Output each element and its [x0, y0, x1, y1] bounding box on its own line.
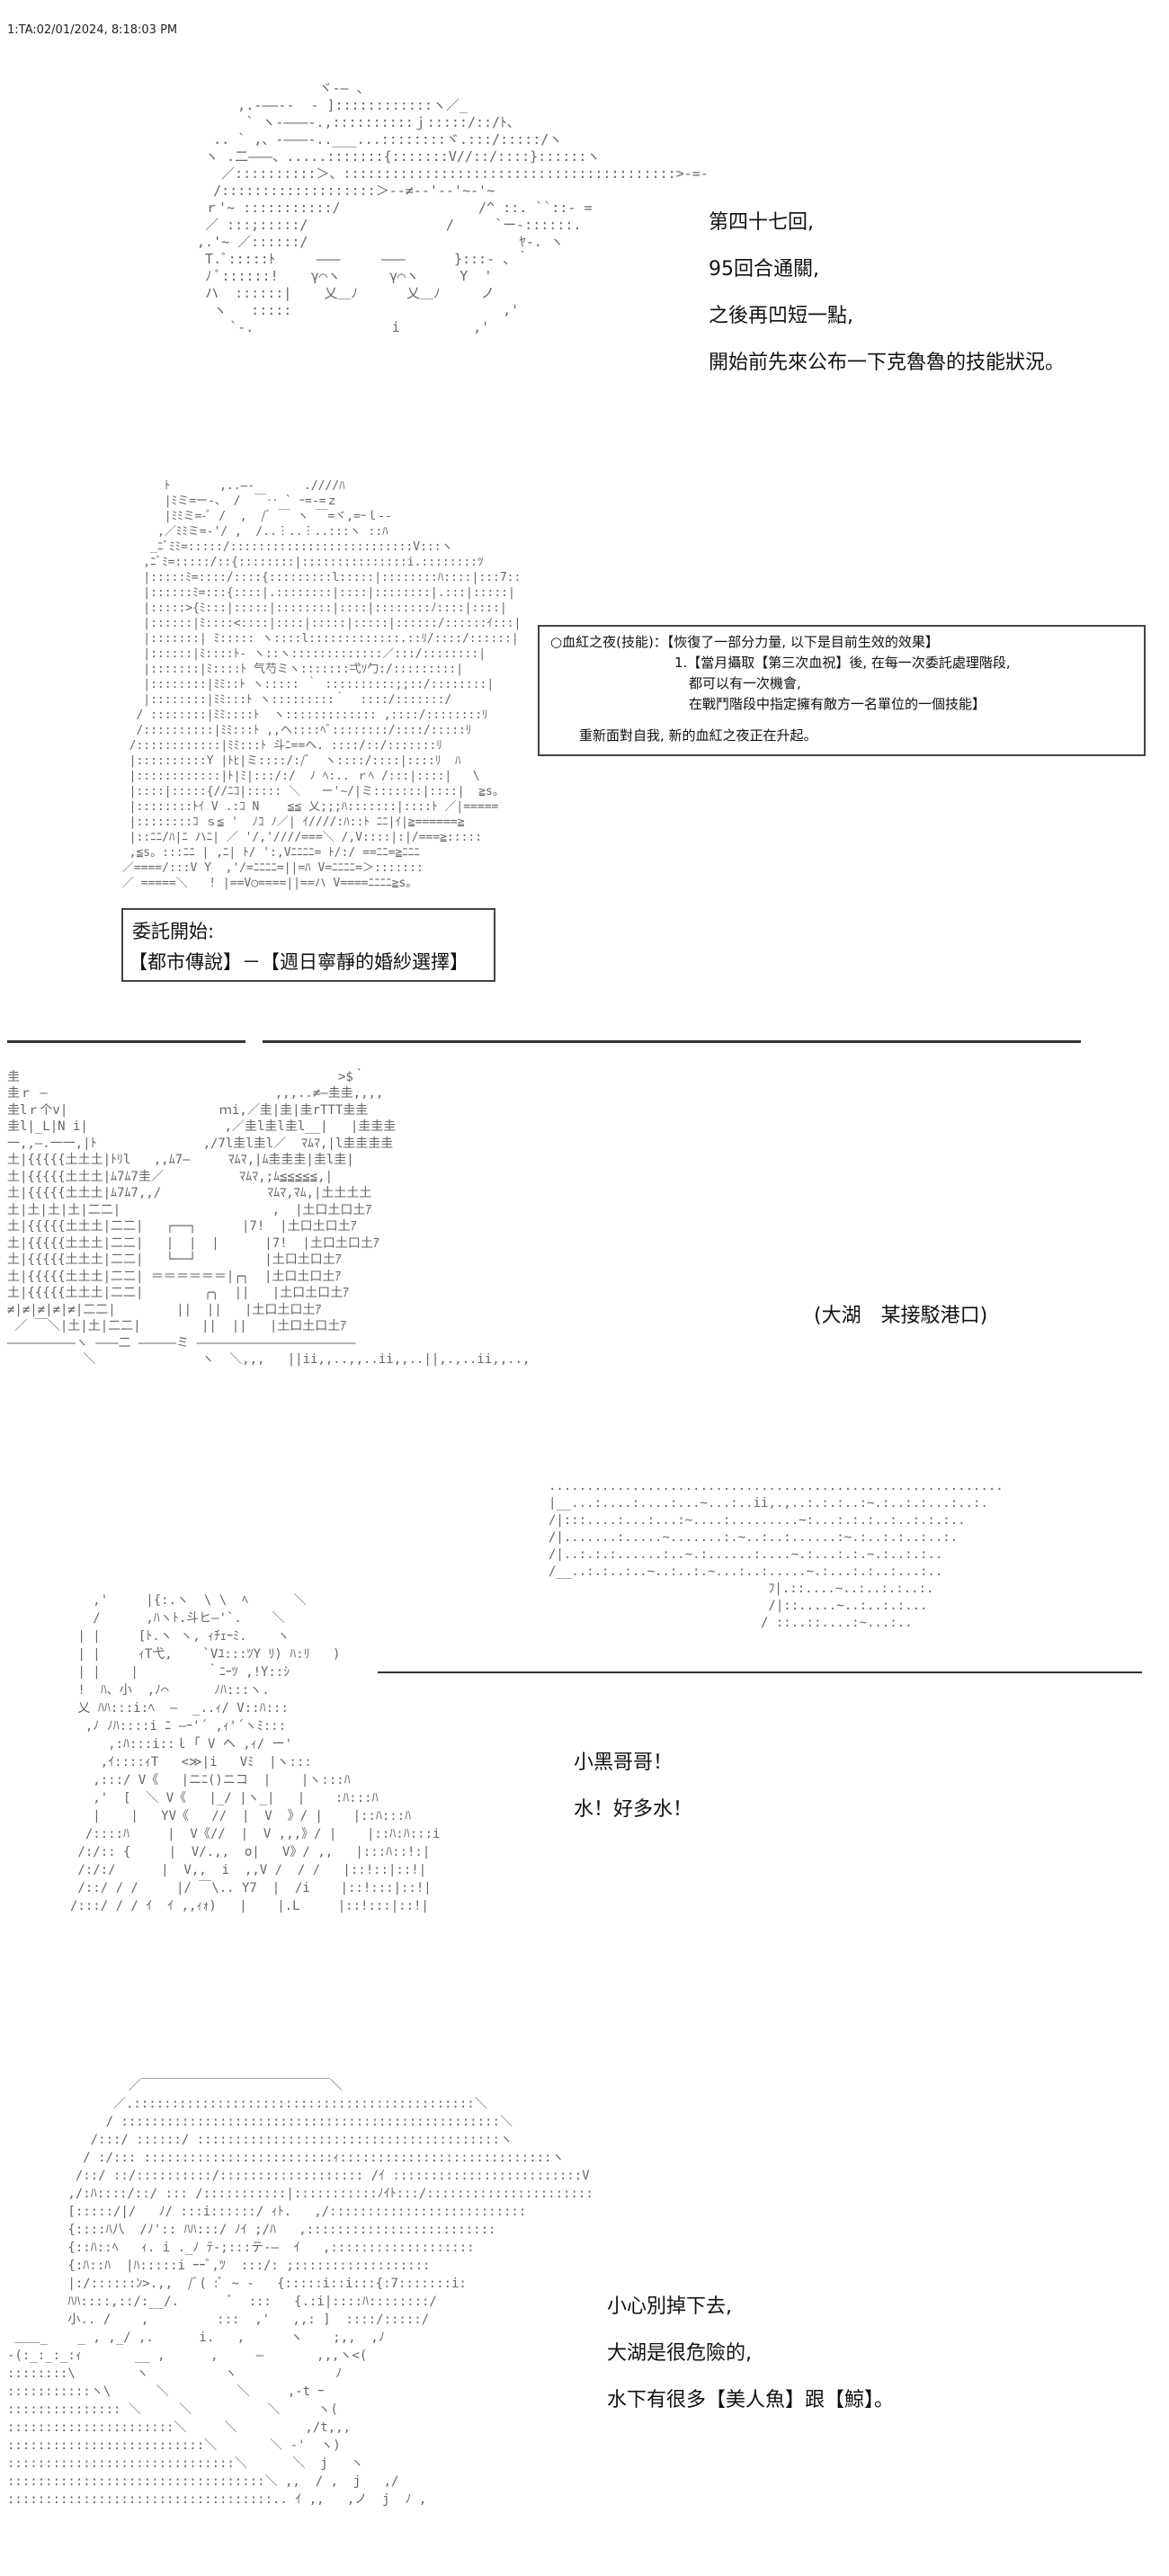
divider-line	[7, 1040, 245, 1043]
divider-line	[263, 1040, 1081, 1043]
ascii-art-pier-water: ........................................…	[549, 1479, 1004, 1630]
post-header: 1:TA:02/01/2024, 8:18:03 PM	[7, 23, 178, 37]
ascii-art-character-head: ヾ-― 、 ,.-――‐- - ]::::::::::::ヽ／_ ` ヽ-―――…	[197, 80, 709, 335]
dialogue-1: 小黑哥哥！ 水！好多水！	[574, 1740, 692, 1833]
dialogue-line: 小黑哥哥！	[574, 1752, 674, 1774]
skill-item-line: 都可以有一次機會,	[689, 675, 801, 691]
commission-label: 委託開始:	[132, 921, 215, 942]
commission-title: 【都市傳說】－【週日寧靜的婚紗選擇】	[129, 951, 468, 973]
narration-line: 第四十七回,	[709, 211, 814, 234]
narration-line: 95回合通關,	[709, 258, 819, 281]
dialogue-line: 水下有很多【美人魚】跟【鯨】。	[607, 2389, 895, 2411]
skill-info-box: ○血紅之夜(技能)：【恢復了一部分力量, 以下是目前生效的效果】 1.【當月攝取…	[538, 625, 1146, 756]
dialogue-line: 大湖是很危險的,	[607, 2342, 752, 2365]
dialogue-line: 水！好多水！	[574, 1798, 693, 1821]
ascii-art-boy: ／￣￣￣￣￣￣￣￣￣￣￣￣￣￣￣＼ ／.::::::::::::::::::::…	[7, 2079, 593, 2507]
ascii-art-building: 圭 >$｀ 圭ｒ ― ,,,..≠―圭圭,,,, 圭lｒ个v| ｍi,／圭|圭|…	[7, 1069, 531, 1368]
narration-line: 開始前先來公布一下克魯魯的技能狀況。	[709, 352, 1066, 374]
commission-box: 委託開始: 【都市傳說】－【週日寧靜的婚紗選擇】	[121, 908, 495, 982]
narration-intro: 第四十七回, 95回合通關, 之後再凹短一點, 開始前先來公布一下克魯魯的技能狀…	[709, 200, 1065, 387]
narration-line: 之後再凹短一點,	[709, 305, 853, 327]
ascii-art-girl: ,' |{:.ヽ \ \ ﾍ ＼ / ,ﾊヽﾄ.斗ヒ―'`. ＼ | | [ﾄ.…	[70, 1593, 441, 1913]
skill-item-line: 在戰鬥階段中指定擁有敵方一名單位的一個技能】	[689, 696, 986, 712]
dialogue-line: 小心別掉下去,	[607, 2295, 732, 2318]
ascii-art-seated-figure: ﾄ ,..―- .////ﾊ |ﾐミ=ー-、 / ￣‥ ` ｰ=-=ｚ |ﾐﾐミ…	[121, 479, 522, 890]
skill-item-line: 1.【當月攝取【第三次血祝】後, 在每一次委託處理階段,	[674, 655, 1011, 671]
skill-footer: 重新面對自我, 新的血紅之夜正在升起。	[579, 727, 817, 744]
divider-line	[378, 1671, 1142, 1673]
dialogue-2: 小心別掉下去, 大湖是很危險的, 水下有很多【美人魚】跟【鯨】。	[607, 2284, 894, 2424]
scene-location: (大湖 某接駁港口)	[814, 1305, 988, 1327]
skill-title: ○血紅之夜(技能)：【恢復了一部分力量, 以下是目前生效的效果】	[550, 634, 939, 650]
